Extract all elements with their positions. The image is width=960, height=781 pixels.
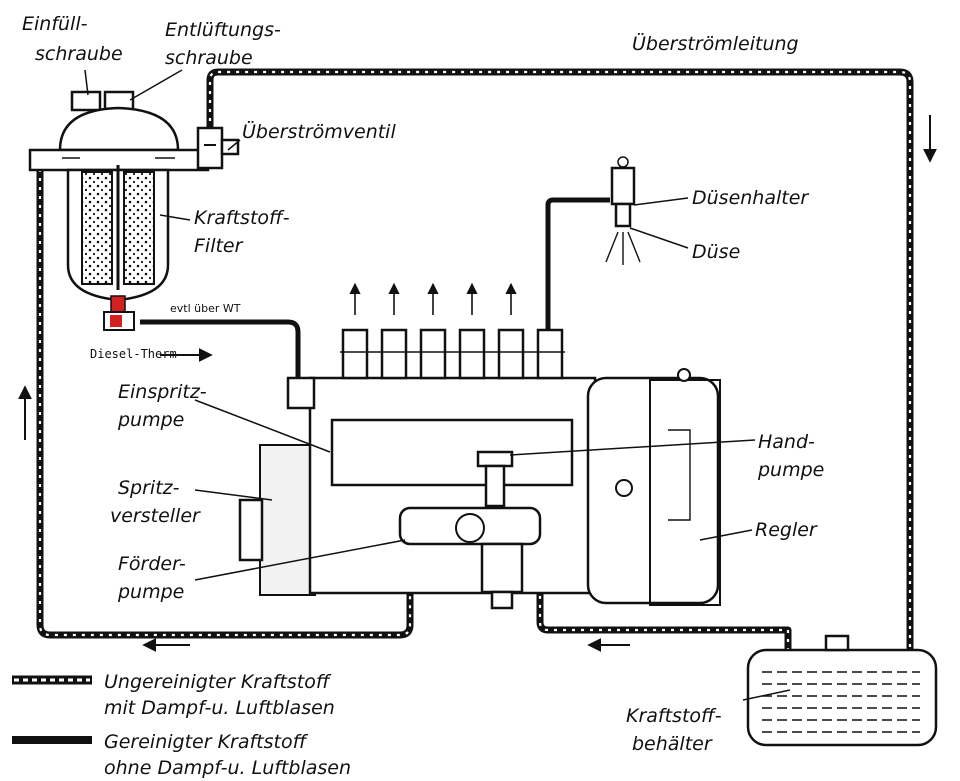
label-hand-1: Hand-	[758, 431, 815, 453]
legend-clean-2: ohne Dampf-u. Luftblasen	[104, 757, 351, 779]
label-ueberstroemventil: Überströmventil	[242, 120, 396, 143]
label-ueberstroemleitung: Überströmleitung	[632, 32, 799, 55]
legend-dirty-2: mit Dampf-u. Luftblasen	[104, 697, 335, 719]
label-tank-1: Kraftstoff-	[626, 705, 722, 727]
label-einspritz-2: pumpe	[117, 409, 184, 431]
label-einfuell-2: schraube	[35, 43, 123, 65]
label-spritz-2: versteller	[110, 505, 201, 527]
label-foerder-2: pumpe	[117, 581, 184, 603]
label-entlueft-1: Entlüftungs-	[165, 19, 281, 41]
label-duese: Düse	[692, 241, 740, 263]
injection-pump	[238, 328, 721, 610]
label-filter-1: Kraftstoff-	[194, 207, 290, 229]
label-evtl: evtl über WT	[170, 302, 241, 315]
clean-fuel-pipe	[140, 197, 610, 382]
label-tank-2: behälter	[632, 733, 713, 755]
label-entlueft-2: schraube	[165, 47, 253, 69]
label-spritz-1: Spritz-	[118, 477, 180, 499]
legend-dirty-1: Ungereinigter Kraftstoff	[104, 671, 332, 693]
label-hand-2: pumpe	[757, 459, 824, 481]
legend-clean-1: Gereinigter Kraftstoff	[104, 731, 309, 753]
legend: Ungereinigter Kraftstoff mit Dampf-u. Lu…	[12, 671, 351, 779]
label-foerder-1: Förder-	[118, 553, 186, 575]
label-duesenhalter: Düsenhalter	[692, 187, 809, 209]
label-einspritz-1: Einspritz-	[118, 381, 207, 403]
fuel-filter	[28, 90, 210, 302]
nozzle-holder	[605, 156, 641, 265]
dirty-fuel-pipe	[36, 68, 914, 660]
label-dieseltherm: Diesel-Therm	[90, 347, 177, 361]
flow-arrows	[18, 115, 937, 652]
label-filter-2: Filter	[194, 235, 244, 257]
label-regler: Regler	[755, 519, 818, 541]
leader-lines	[84, 69, 791, 701]
label-einfuell-1: Einfüll-	[22, 13, 88, 35]
dieseltherm-fitting	[103, 295, 135, 331]
overflow-valve	[196, 126, 240, 170]
fuel-tank	[746, 634, 938, 747]
